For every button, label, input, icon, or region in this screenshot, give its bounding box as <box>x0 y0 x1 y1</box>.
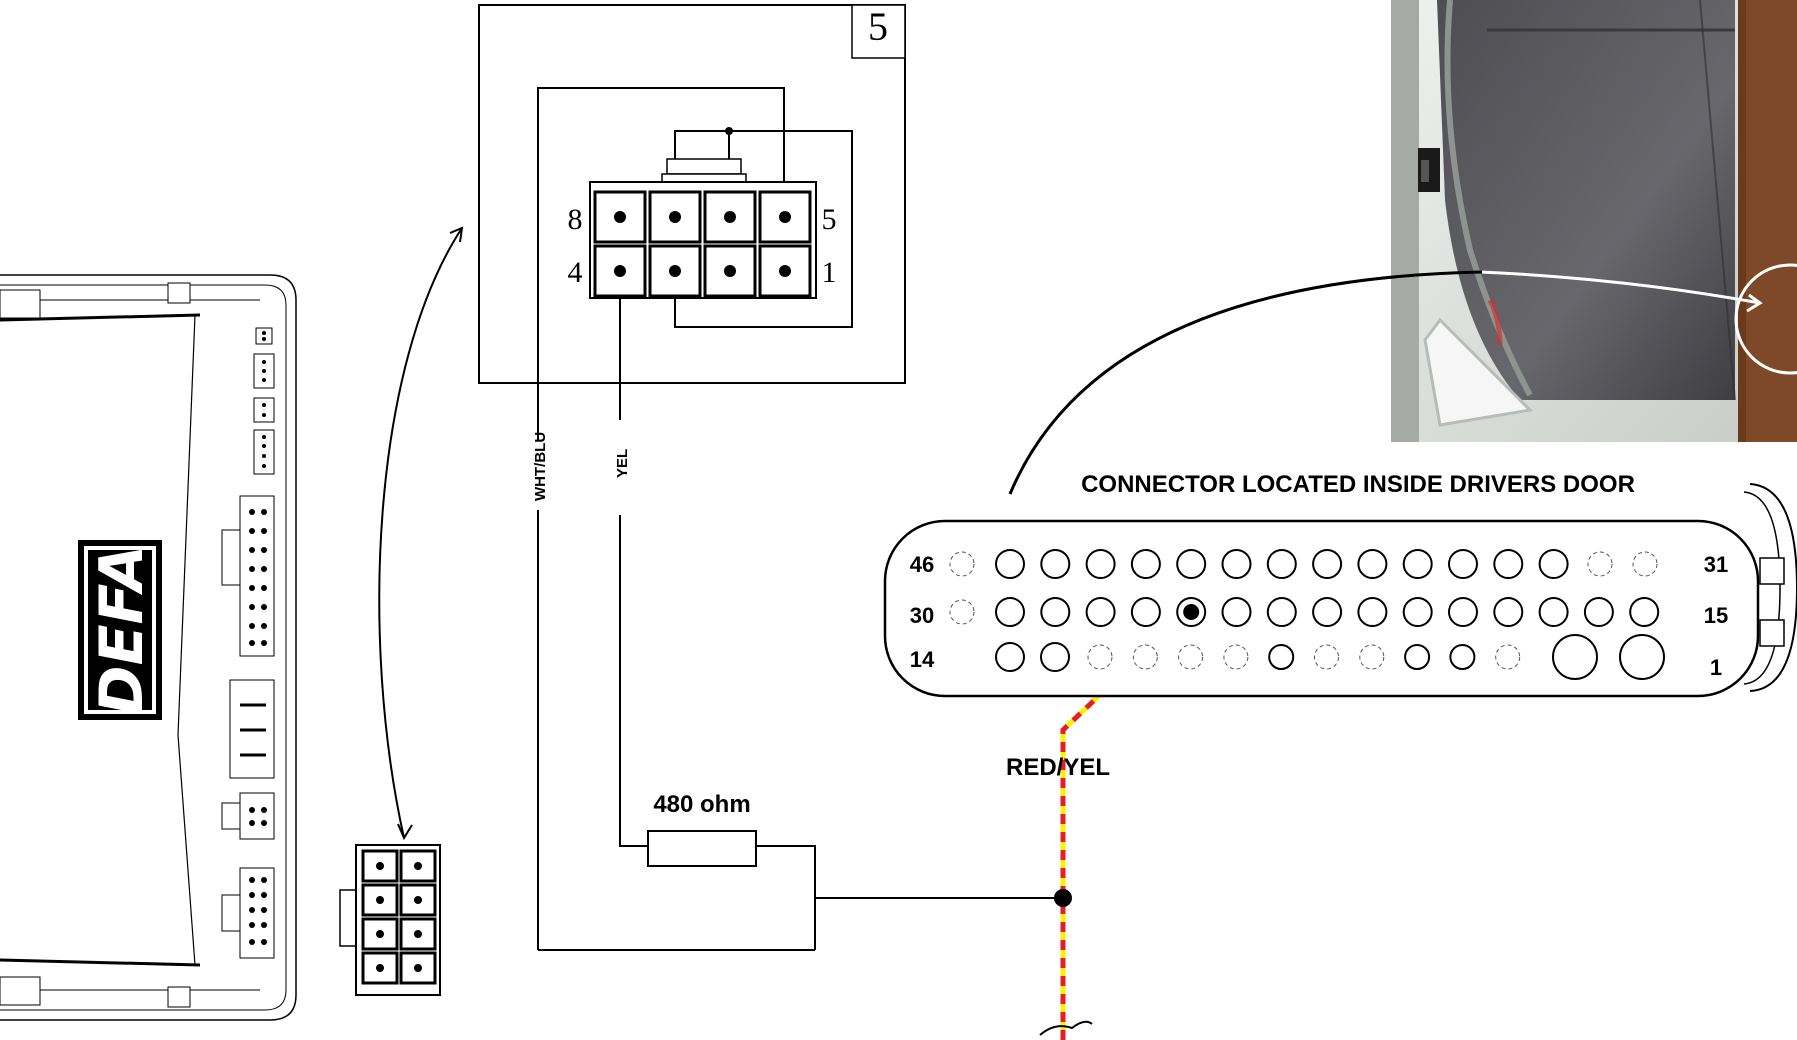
resistor-label: 480 ohm <box>653 791 750 818</box>
connector-pin <box>949 599 975 625</box>
connector-pin <box>1448 597 1478 627</box>
row-label-46: 46 <box>910 552 934 577</box>
used-pin-dot <box>1183 604 1200 620</box>
wire-label-wht-blu: WHT/BLU <box>532 432 549 501</box>
defa-logo-text: DEFA <box>87 545 157 715</box>
connector-pin <box>1402 549 1433 579</box>
connector-pin <box>1266 549 1297 579</box>
row-label-30: 30 <box>910 603 934 628</box>
connector-pin <box>1629 597 1660 627</box>
connector-pin <box>1040 642 1070 672</box>
connector-pin <box>1314 644 1339 670</box>
connector-pin <box>1587 551 1613 577</box>
door-connector: CONNECTOR LOCATED INSIDE DRIVERS DOOR 46… <box>883 471 1797 698</box>
connector-title: CONNECTOR LOCATED INSIDE DRIVERS DOOR <box>1081 471 1635 498</box>
connector-pin <box>1402 597 1433 627</box>
connector-pin <box>995 642 1025 672</box>
pinout-box: 5 8 5 4 1 <box>478 4 906 440</box>
callout-arc <box>1008 270 1483 495</box>
resistor <box>647 830 757 867</box>
connector-pin <box>1357 597 1388 627</box>
connector-pin <box>1448 549 1478 579</box>
connector-pin <box>1493 549 1524 579</box>
connector-pin <box>1221 597 1252 627</box>
connector-pin <box>1221 549 1252 579</box>
connector-pin <box>1178 644 1204 670</box>
splice-junction <box>1054 889 1072 907</box>
door-photo <box>1391 0 1797 442</box>
connector-pin <box>1223 644 1249 670</box>
connector-pin <box>995 597 1025 627</box>
connector-pin <box>1404 644 1431 670</box>
connector-pin <box>1632 551 1658 577</box>
connector-pin <box>1130 549 1161 579</box>
connector-pin <box>1040 549 1071 579</box>
connector-pin <box>1132 644 1158 670</box>
connector-pin <box>1130 597 1161 627</box>
connector-pin <box>1312 597 1343 627</box>
connector-pin <box>1538 549 1569 579</box>
connector-pin <box>1312 549 1343 579</box>
connector-pin <box>1495 644 1521 670</box>
row-label-15: 15 <box>1704 603 1728 628</box>
wire-label-red-yel: RED/YEL <box>1006 754 1110 781</box>
row-label-31: 31 <box>1704 552 1728 577</box>
connector-pin <box>1583 597 1614 627</box>
connector-pin <box>1538 597 1569 627</box>
connector-pin <box>1176 549 1207 579</box>
row-label-1: 1 <box>1710 655 1722 680</box>
wire-label-yel: YEL <box>614 449 631 478</box>
connector-pin <box>1266 597 1297 627</box>
connector-pins <box>949 549 1665 680</box>
defa-control-unit: DEFA <box>0 274 297 1021</box>
defa-logo: DEFA <box>78 540 162 720</box>
connector-pin <box>1449 644 1476 670</box>
pin-label-1: 1 <box>822 256 837 289</box>
connector-pin <box>1268 644 1295 670</box>
connector-pin <box>1552 634 1598 680</box>
connector-pin <box>995 549 1025 579</box>
connector-pin <box>1085 597 1116 627</box>
box-number: 5 <box>868 4 888 49</box>
connector-pin <box>1087 644 1113 670</box>
connector-pin <box>1619 634 1665 680</box>
8-pin-connector <box>339 844 441 996</box>
connector-pin <box>1359 644 1385 670</box>
connector-pin <box>949 551 975 577</box>
link-arrow <box>378 226 464 841</box>
connector-pin <box>1040 597 1071 627</box>
ground-break-symbol <box>1039 1020 1093 1036</box>
pin-label-4: 4 <box>568 256 583 289</box>
connector-pin <box>1085 549 1116 579</box>
pin-label-8: 8 <box>568 203 583 236</box>
row-label-14: 14 <box>910 647 935 672</box>
wiring: WHT/BLU YEL 480 ohm <box>532 432 1062 951</box>
pin-label-5: 5 <box>822 203 837 236</box>
connector-pin <box>1493 597 1524 627</box>
connector-pin <box>1357 549 1388 579</box>
